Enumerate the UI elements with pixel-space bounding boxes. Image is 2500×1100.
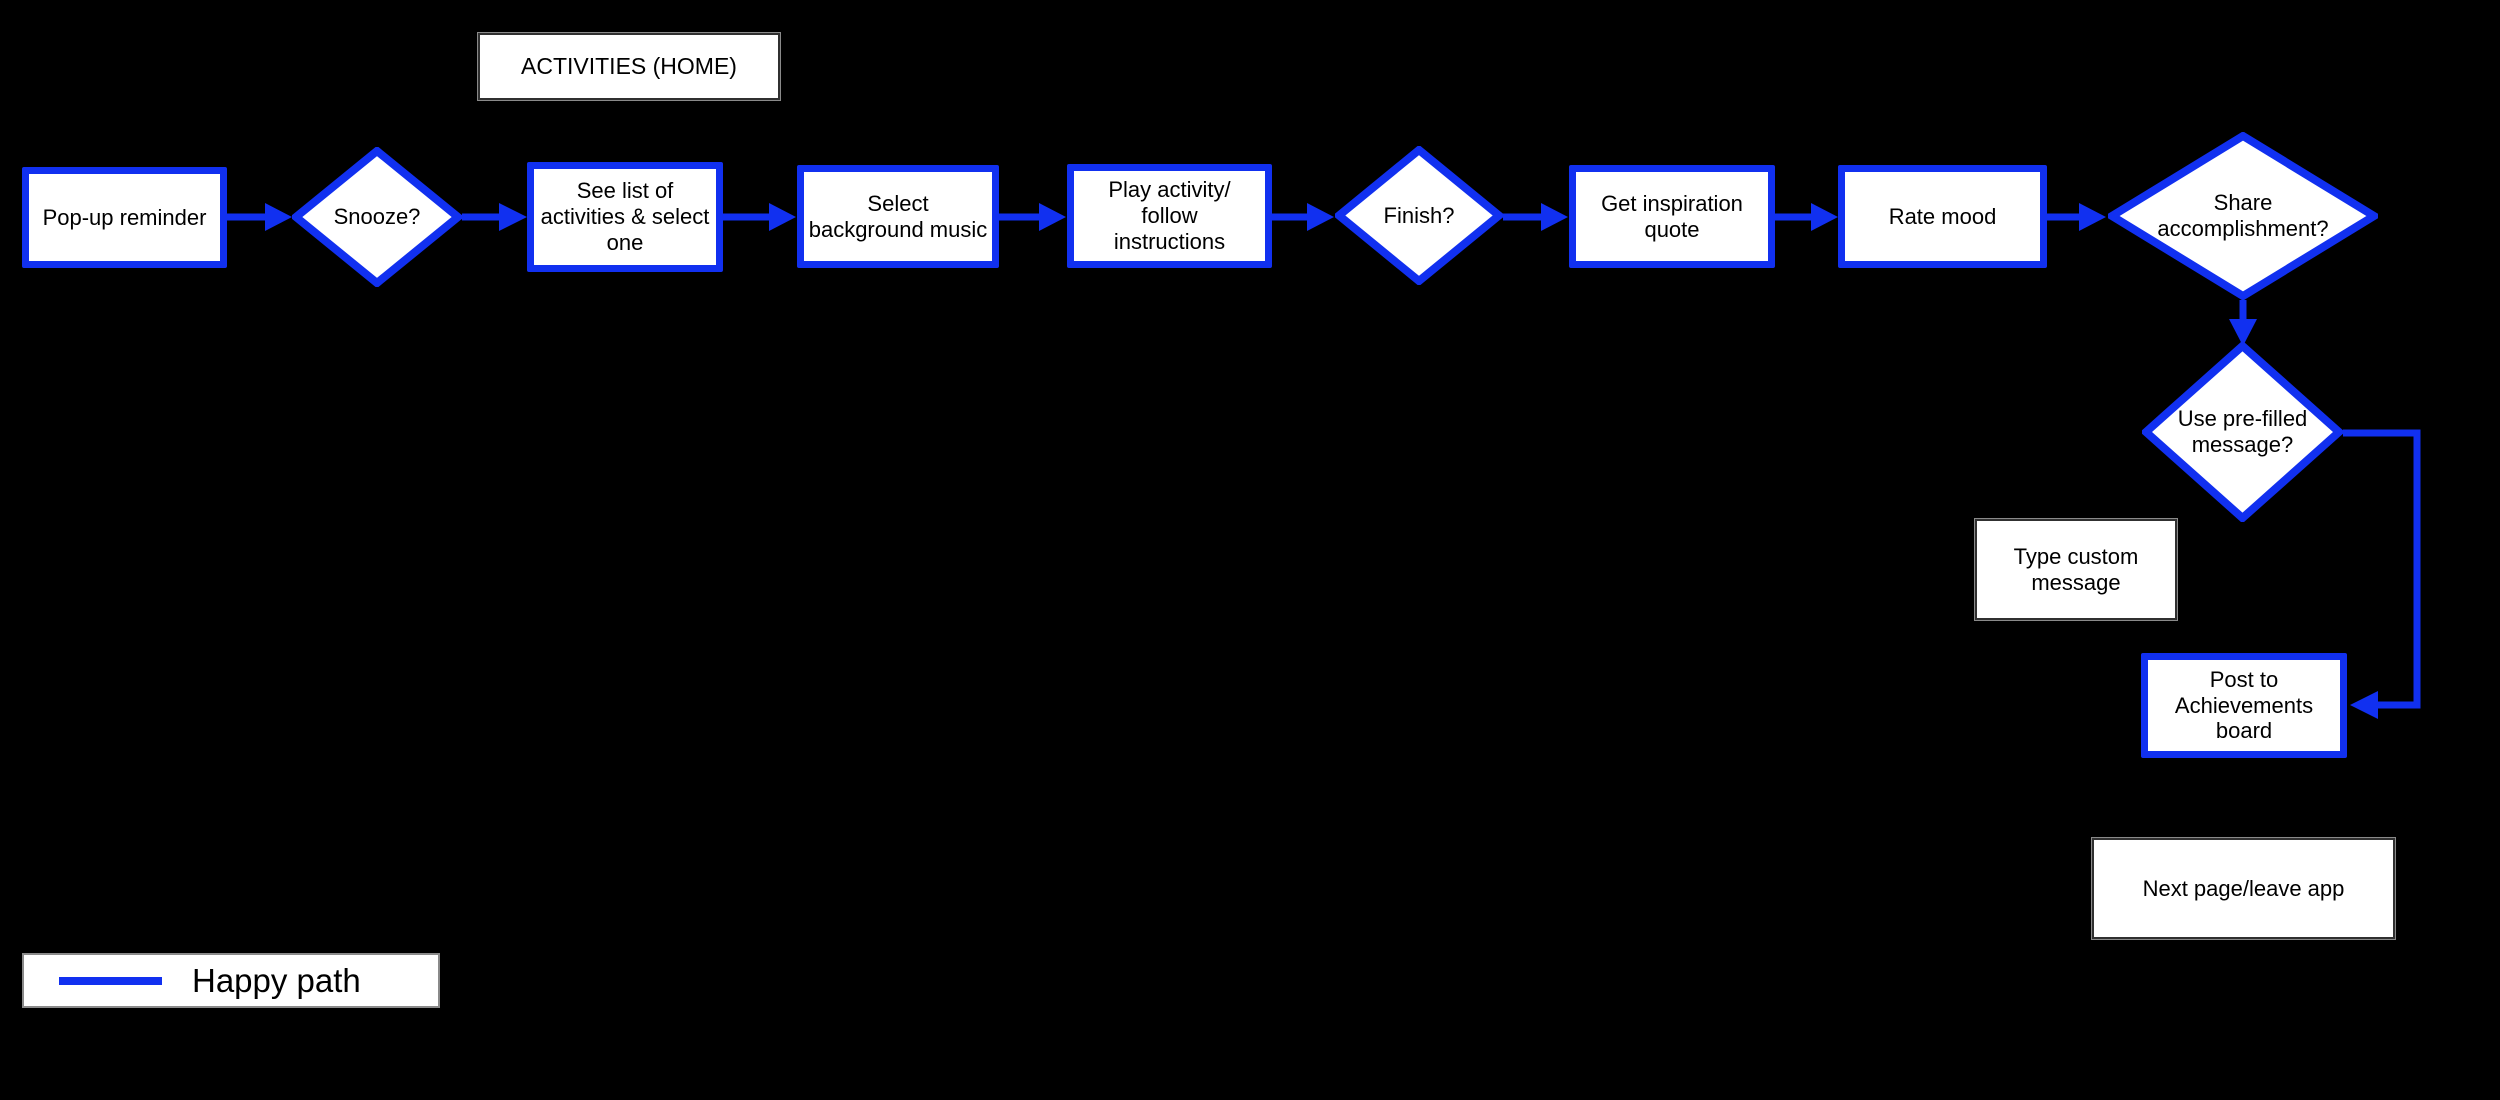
node-next-page-leave-app: Next page/leave app bbox=[2092, 838, 2395, 939]
legend: Happy path bbox=[22, 953, 440, 1008]
node-label: Rate mood bbox=[1888, 203, 1997, 229]
node-see-list-activities: See list of activities & select one bbox=[527, 162, 723, 272]
arrow-share-to-prefilled bbox=[2229, 300, 2257, 346]
arrow-quote-to-rate bbox=[1775, 203, 1838, 231]
diamond-shape bbox=[2108, 132, 2378, 300]
node-post-to-achievements-board: Post to Achievements board bbox=[2141, 653, 2347, 758]
legend-happy-path-line bbox=[59, 976, 162, 985]
node-rate-mood: Rate mood bbox=[1838, 165, 2047, 268]
node-select-background-music: Select background music bbox=[797, 165, 999, 268]
node-label: See list of activities & select one bbox=[540, 178, 710, 255]
node-label: Use pre-filled message? bbox=[2177, 406, 2308, 457]
node-get-inspiration-quote: Get inspiration quote bbox=[1569, 165, 1775, 268]
node-type-custom-message: Type custom message bbox=[1975, 519, 2177, 620]
node-label: Finish? bbox=[1383, 202, 1455, 228]
diagram-title: ACTIVITIES (HOME) bbox=[521, 52, 737, 79]
diamond-shape bbox=[2142, 342, 2343, 522]
node-label: Type custom message bbox=[2013, 543, 2139, 595]
arrow-prefilled-to-post-elbow bbox=[2343, 429, 2421, 719]
node-label: Play activity/ follow instructions bbox=[1108, 177, 1231, 254]
arrow-play-to-finish bbox=[1272, 203, 1334, 231]
arrow-see-list-to-select-music bbox=[723, 203, 796, 231]
arrow-finish-to-quote bbox=[1503, 203, 1568, 231]
node-play-activity: Play activity/ follow instructions bbox=[1067, 164, 1272, 268]
node-share-accomplishment-decision: Share accomplishment? bbox=[2108, 132, 2378, 300]
node-label: Share accomplishment? bbox=[2157, 190, 2329, 241]
node-snooze-decision: Snooze? bbox=[292, 147, 462, 287]
diamond-shape bbox=[1335, 146, 1503, 285]
node-label: Next page/leave app bbox=[2142, 875, 2345, 901]
arrow-snooze-to-see-list bbox=[462, 203, 527, 231]
node-finish-decision: Finish? bbox=[1335, 146, 1503, 285]
node-label: Get inspiration quote bbox=[1601, 190, 1743, 242]
legend-label: Happy path bbox=[192, 961, 361, 999]
arrow-rate-to-share bbox=[2047, 203, 2106, 231]
arrow-select-music-to-play bbox=[999, 203, 1066, 231]
node-use-prefilled-message-decision: Use pre-filled message? bbox=[2142, 342, 2343, 522]
arrow-popup-to-snooze bbox=[227, 203, 292, 231]
node-label: Select background music bbox=[808, 190, 988, 242]
node-label: Post to Achievements board bbox=[2174, 666, 2314, 744]
node-popup-reminder: Pop-up reminder bbox=[22, 167, 227, 268]
node-label: Pop-up reminder bbox=[42, 204, 207, 230]
node-label: Snooze? bbox=[333, 204, 421, 230]
diagram-title-box: ACTIVITIES (HOME) bbox=[478, 33, 780, 100]
diamond-shape bbox=[292, 147, 462, 287]
